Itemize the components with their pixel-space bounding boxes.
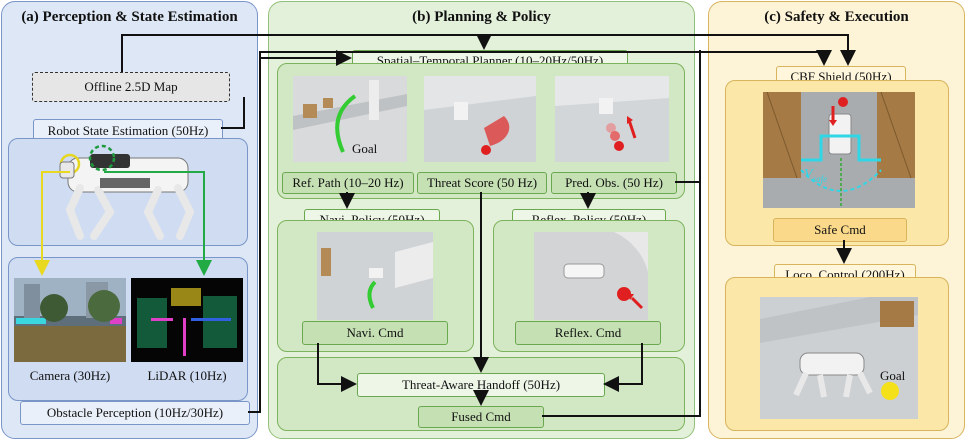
- v-safe-main: V: [804, 167, 813, 182]
- lidar-caption: LiDAR (10Hz): [147, 368, 227, 383]
- cbf-shield-image: [763, 92, 915, 208]
- safety-panel-title: (c) Safety & Execution: [764, 9, 909, 25]
- loco-control-image: [760, 297, 918, 419]
- perception-panel-title: (a) Perception & State Estimation: [21, 9, 238, 25]
- ref-path-image: [293, 76, 407, 162]
- handoff-box[interactable]: Threat-Aware Handoff (50Hz): [357, 373, 605, 397]
- threat-score-box[interactable]: Threat Score (50 Hz): [417, 172, 547, 194]
- safe-cmd-box[interactable]: Safe Cmd: [773, 218, 907, 242]
- lidar-image: [131, 278, 243, 362]
- pred-obs-box[interactable]: Pred. Obs. (50 Hz): [551, 172, 677, 194]
- loco-goal-label: Goal: [880, 368, 906, 383]
- ref-path-goal-label: Goal: [352, 141, 378, 156]
- robot-dog-image: [59, 144, 195, 240]
- camera-image: [14, 278, 126, 362]
- navi-cmd-box[interactable]: Navi. Cmd: [302, 321, 448, 345]
- pred-obs-image: [555, 76, 669, 162]
- camera-caption: Camera (30Hz): [29, 368, 111, 383]
- reflex-policy-image: [534, 232, 648, 320]
- v-safe-label: Vsafe: [804, 167, 827, 184]
- planning-panel-title: (b) Planning & Policy: [412, 9, 551, 25]
- reflex-cmd-box[interactable]: Reflex. Cmd: [515, 321, 661, 345]
- threat-score-image: [424, 76, 536, 162]
- obstacle-perception-box[interactable]: Obstacle Perception (10Hz/30Hz): [20, 401, 250, 425]
- v-safe-subscript: safe: [812, 173, 828, 184]
- fused-cmd-box[interactable]: Fused Cmd: [418, 406, 544, 428]
- ref-path-box[interactable]: Ref. Path (10–20 Hz): [282, 172, 414, 194]
- navi-policy-image: [317, 232, 433, 320]
- offline-map-box[interactable]: Offline 2.5D Map: [32, 72, 230, 102]
